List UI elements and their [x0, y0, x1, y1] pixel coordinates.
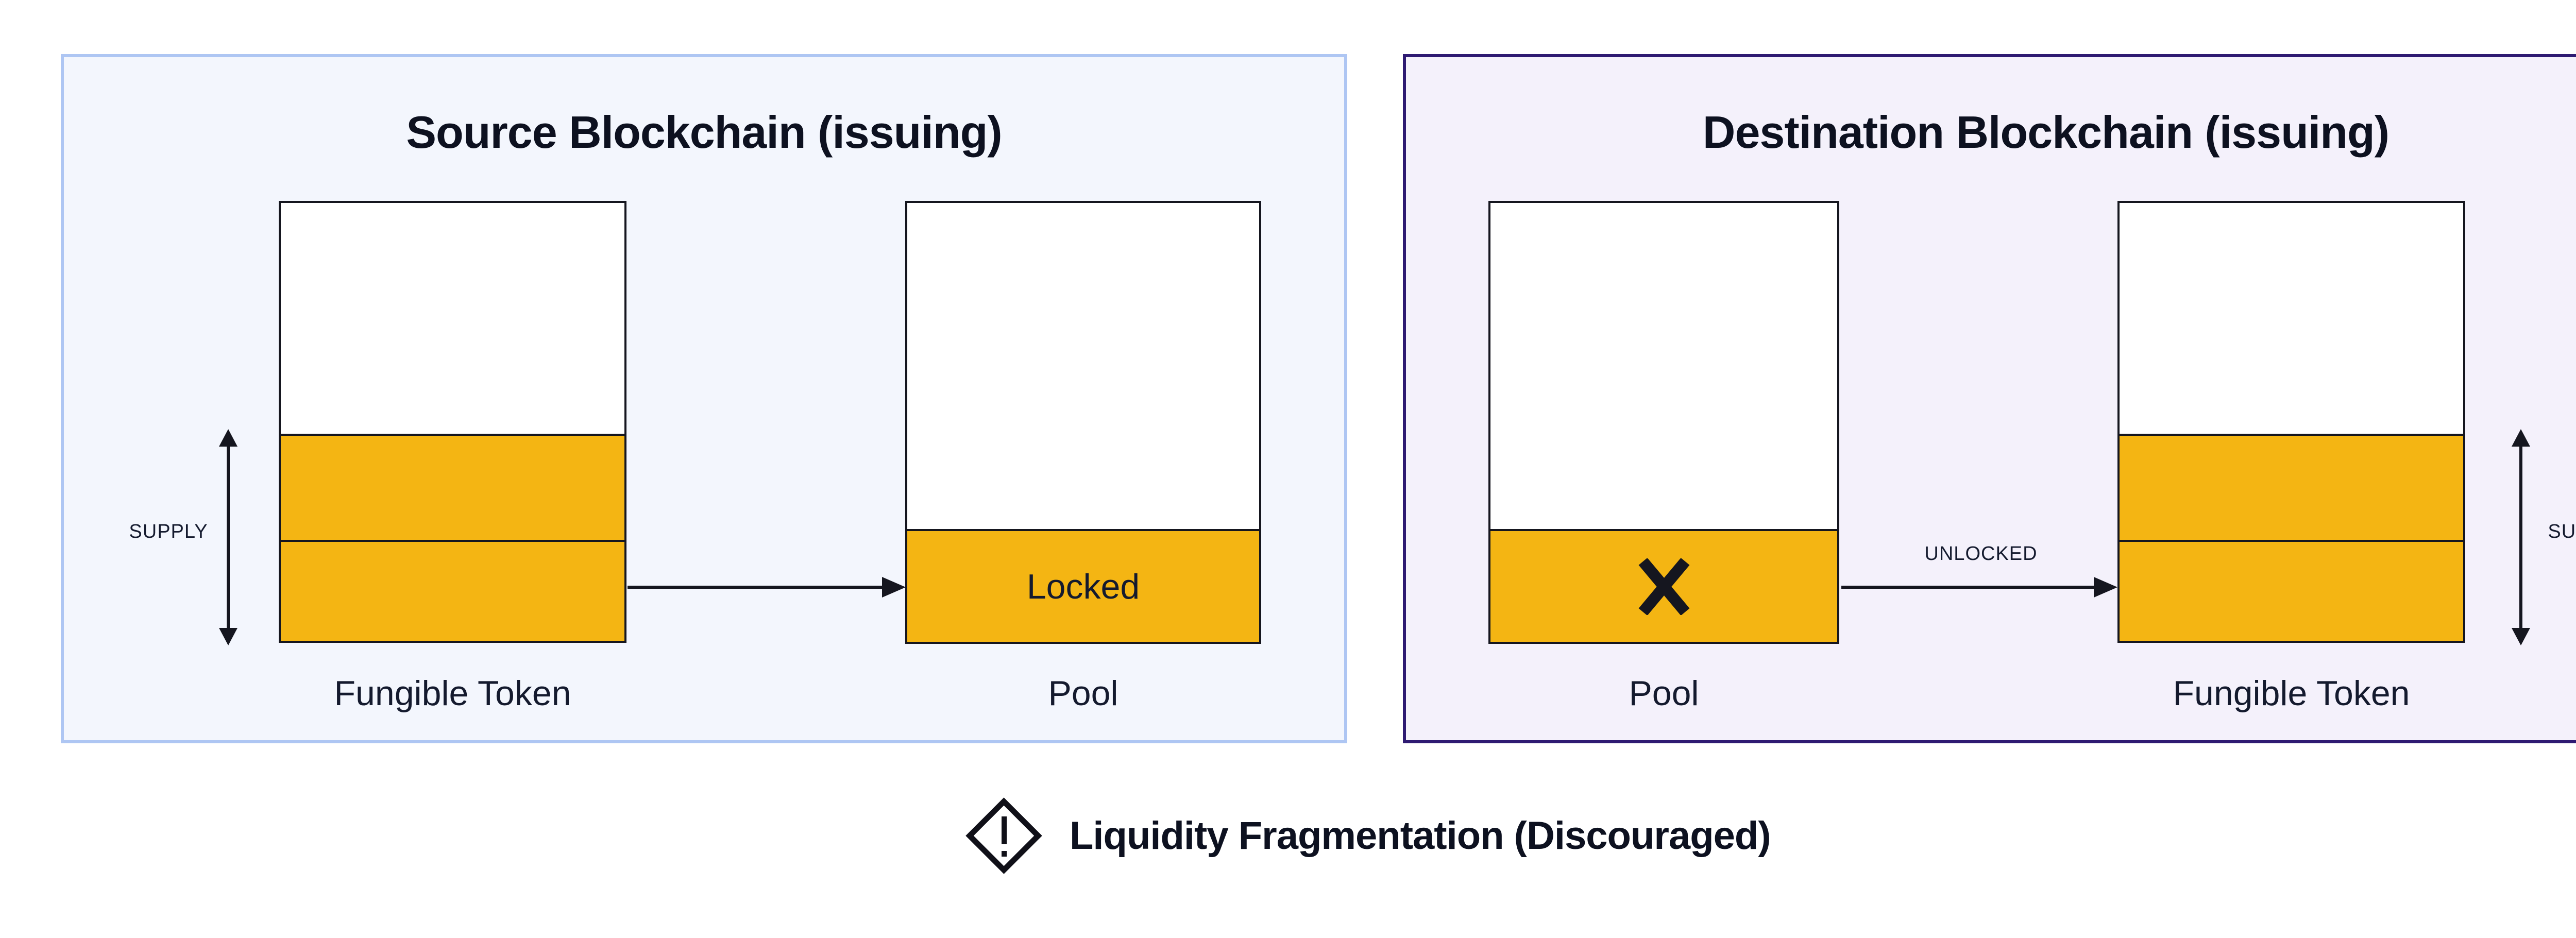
fungible-token-label: Fungible Token — [334, 674, 571, 713]
destination-pool-bar — [1488, 201, 1839, 644]
destination-fungible-token-bar — [2117, 201, 2465, 643]
supply-arrow-line — [227, 447, 230, 628]
warning-exclamation-bar-icon — [1002, 816, 1007, 844]
locked-label: Locked — [1026, 567, 1140, 606]
supply-label: SUPPLY — [129, 521, 208, 542]
source-panel-title: Source Blockchain (issuing) — [406, 107, 1002, 158]
empty-segment — [2120, 203, 2463, 434]
crossed-segment — [1490, 529, 1837, 642]
pool-label: Pool — [1048, 674, 1118, 713]
warning-exclamation-dot-icon — [1002, 851, 1007, 857]
supply-arrow-down-icon — [219, 628, 238, 645]
empty-segment — [281, 203, 624, 434]
lock-transfer-arrow-line — [628, 586, 882, 589]
fungible-token-label: Fungible Token — [2173, 674, 2410, 713]
unlocked-label: UNLOCKED — [1924, 543, 2038, 565]
source-fungible-token-bar — [279, 201, 626, 643]
locked-segment: Locked — [907, 529, 1259, 642]
supply-segment-upper — [281, 434, 624, 540]
panel-source-blockchain: Source Blockchain (issuing) Fungible Tok… — [61, 54, 1347, 743]
supply-arrow-down-icon — [2512, 628, 2530, 645]
empty-segment — [907, 203, 1259, 529]
panel-destination-blockchain: Destination Blockchain (issuing) Pool UN… — [1403, 54, 2576, 743]
supply-arrow-up-icon — [219, 429, 238, 447]
unlock-transfer-arrow-line — [1841, 586, 2094, 589]
empty-segment — [1490, 203, 1837, 529]
diagram-caption: Liquidity Fragmentation (Discouraged) — [1070, 814, 1771, 858]
source-pool-bar: Locked — [905, 201, 1261, 644]
supply-segment-upper — [2120, 434, 2463, 540]
destination-panel-title: Destination Blockchain (issuing) — [1702, 107, 2389, 158]
supply-label: SUPPLY — [2548, 521, 2576, 542]
supply-arrow-up-icon — [2512, 429, 2530, 447]
unlock-transfer-arrow-head-icon — [2094, 577, 2117, 598]
lock-transfer-arrow-head-icon — [882, 577, 906, 598]
cross-icon — [1638, 558, 1689, 615]
pool-label: Pool — [1629, 674, 1699, 713]
supply-arrow-line — [2519, 447, 2522, 628]
supply-segment-lower — [281, 540, 624, 641]
supply-segment-lower — [2120, 540, 2463, 641]
